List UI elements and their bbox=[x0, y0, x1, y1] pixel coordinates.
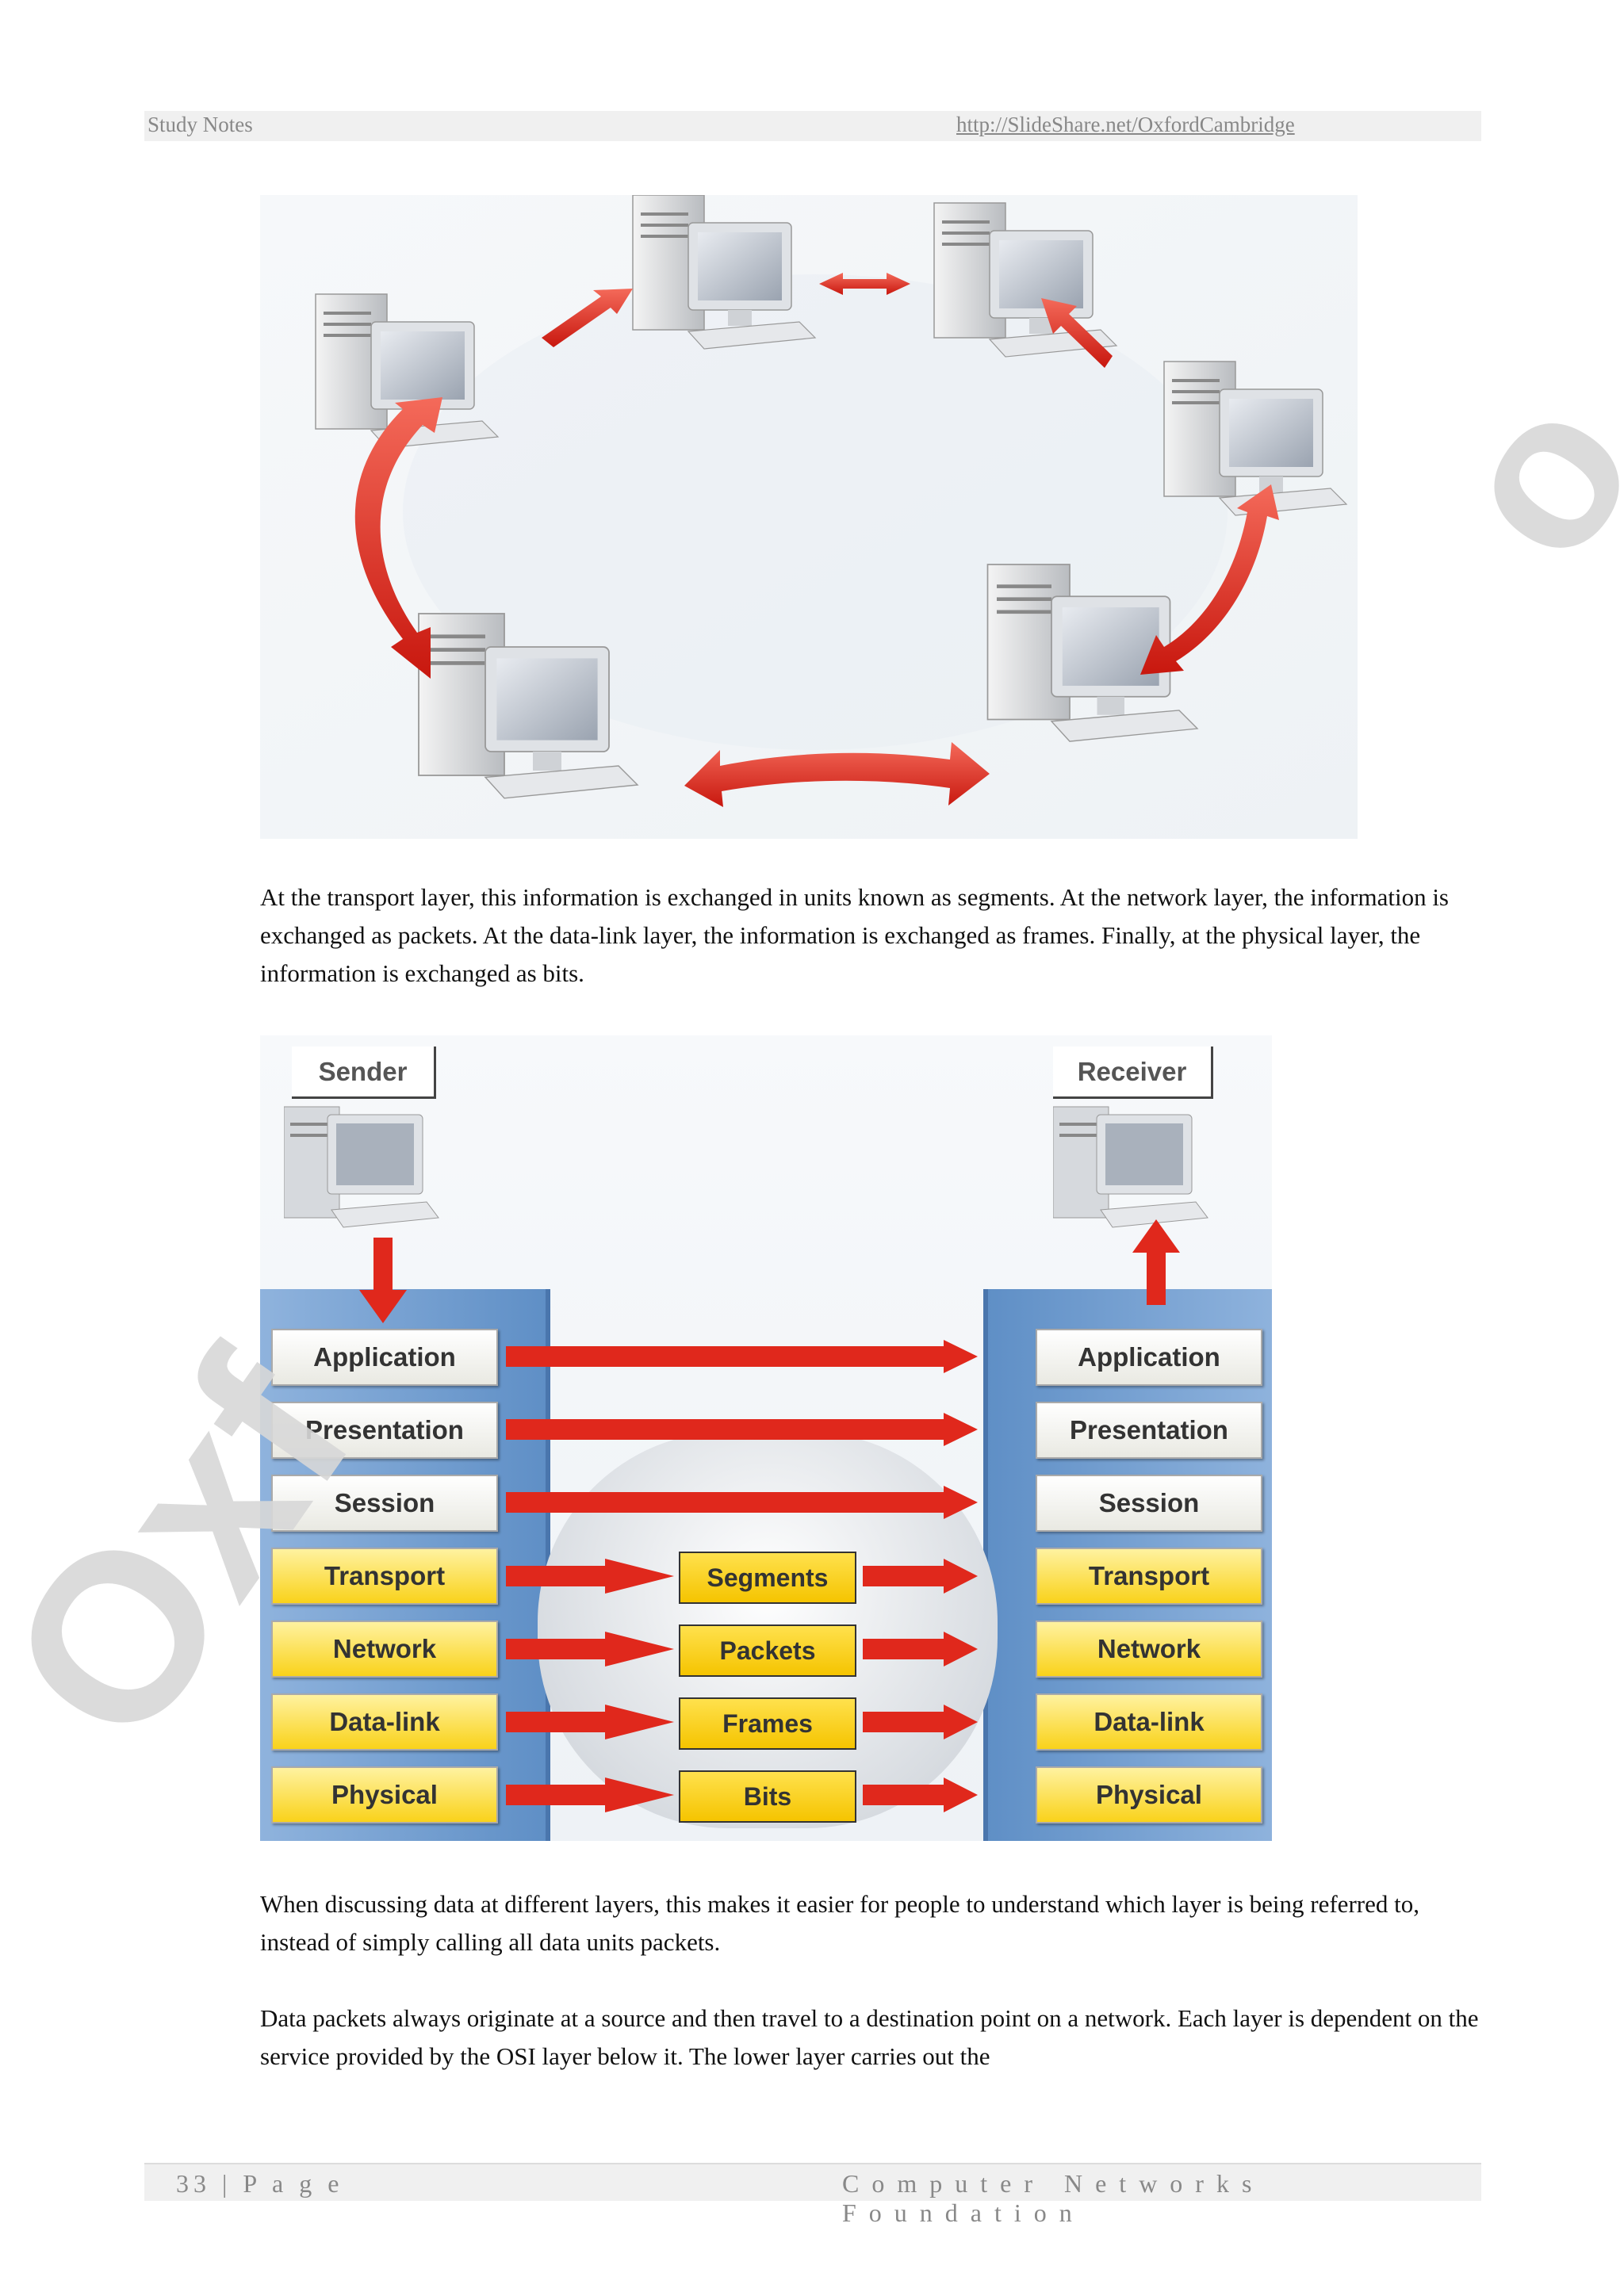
right-arrow-icon bbox=[506, 1340, 978, 1373]
receiver-layer-data-link: Data-link bbox=[1036, 1693, 1262, 1751]
sender-layer-physical: Physical bbox=[271, 1766, 498, 1823]
ring-network-figure bbox=[260, 195, 1358, 839]
sender-computer-icon bbox=[284, 1106, 439, 1228]
right-arrow-icon bbox=[506, 1777, 674, 1812]
receiver-layer-presentation: Presentation bbox=[1036, 1402, 1262, 1459]
sender-layer-data-link: Data-link bbox=[271, 1693, 498, 1751]
right-arrow-icon bbox=[863, 1559, 978, 1594]
unit-segments: Segments bbox=[679, 1552, 856, 1604]
unit-frames: Frames bbox=[679, 1697, 856, 1750]
down-arrow-icon bbox=[359, 1238, 407, 1323]
osi-data-units-figure: Sender Receiver bbox=[260, 1035, 1272, 1841]
double-arrow-icon bbox=[1140, 484, 1279, 675]
double-arrow-icon bbox=[354, 397, 442, 679]
right-arrow-icon bbox=[506, 1486, 978, 1519]
header-link[interactable]: http://SlideShare.net/OxfordCambridge bbox=[956, 113, 1295, 136]
receiver-layer-network: Network bbox=[1036, 1621, 1262, 1678]
double-arrow-icon bbox=[819, 273, 910, 295]
paragraph-data-packets: Data packets always originate at a sourc… bbox=[260, 2004, 1479, 2070]
double-arrow-icon bbox=[684, 742, 990, 807]
double-arrow-icon bbox=[542, 289, 633, 347]
receiver-layer-transport: Transport bbox=[1036, 1548, 1262, 1605]
layer-arrows bbox=[506, 1340, 978, 1812]
footer-title: Computer Networks Foundation bbox=[842, 2169, 1265, 2227]
right-arrow-icon bbox=[506, 1705, 674, 1739]
right-arrow-icon bbox=[863, 1632, 978, 1667]
page-footer: 33 | P a g e Computer Networks Foundatio… bbox=[144, 2163, 1481, 2227]
double-arrow-icon bbox=[1041, 298, 1113, 368]
paragraph-data-layers: When discussing data at different layers… bbox=[260, 1890, 1419, 1956]
sender-label: Sender bbox=[292, 1047, 436, 1099]
receiver-layer-application: Application bbox=[1036, 1329, 1262, 1386]
sender-layer-presentation: Presentation bbox=[271, 1402, 498, 1459]
right-arrow-icon bbox=[506, 1559, 674, 1594]
receiver-label: Receiver bbox=[1053, 1047, 1213, 1099]
up-arrow-icon bbox=[1132, 1219, 1180, 1305]
page-number: 33 | P a g e bbox=[176, 2169, 344, 2198]
right-arrow-icon bbox=[863, 1777, 978, 1812]
receiver-layer-physical: Physical bbox=[1036, 1766, 1262, 1823]
header-left-text: Study Notes bbox=[147, 113, 253, 136]
unit-packets: Packets bbox=[679, 1624, 856, 1677]
sender-layer-session: Session bbox=[271, 1475, 498, 1532]
receiver-computer-icon bbox=[1053, 1106, 1208, 1228]
sender-layer-application: Application bbox=[271, 1329, 498, 1386]
paragraph-layers-units: At the transport layer, this information… bbox=[260, 883, 1449, 987]
watermark-right: o bbox=[1402, 349, 1624, 603]
receiver-layer-session: Session bbox=[1036, 1475, 1262, 1532]
sender-layer-network: Network bbox=[271, 1621, 498, 1678]
page-header: Study Notes http://SlideShare.net/Oxford… bbox=[144, 111, 1481, 141]
right-arrow-icon bbox=[506, 1632, 674, 1667]
right-arrow-icon bbox=[506, 1413, 978, 1446]
unit-bits: Bits bbox=[679, 1770, 856, 1823]
sender-layer-transport: Transport bbox=[271, 1548, 498, 1605]
right-arrow-icon bbox=[863, 1705, 978, 1739]
